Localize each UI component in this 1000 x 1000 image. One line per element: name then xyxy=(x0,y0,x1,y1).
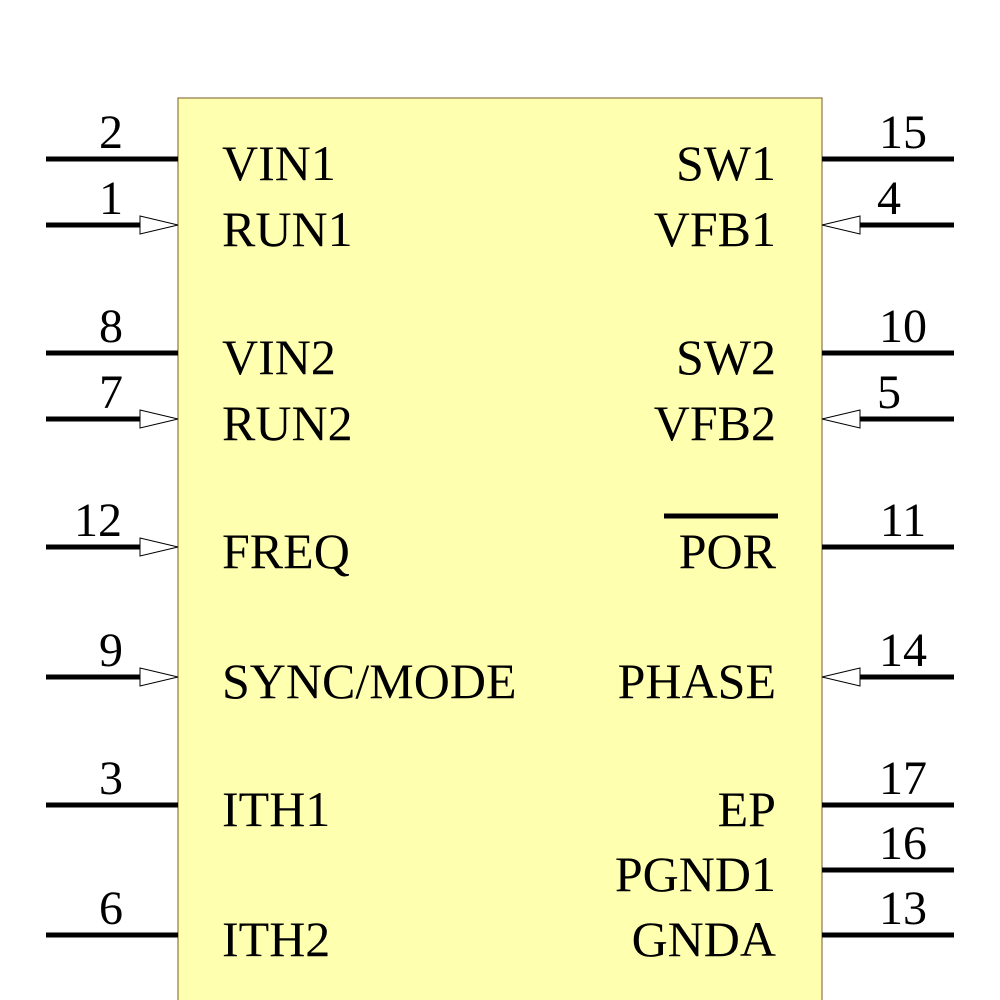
pin-number: 16 xyxy=(879,817,927,870)
pin-11[interactable]: 11 POR xyxy=(664,494,954,579)
pin-13[interactable]: 13 GNDA xyxy=(632,882,954,967)
pin-name: VFB2 xyxy=(654,395,776,451)
pin-7[interactable]: 7 RUN2 xyxy=(46,366,353,451)
pin-number: 11 xyxy=(880,494,926,547)
pin-name: PHASE xyxy=(618,653,776,709)
input-arrow-icon xyxy=(821,215,861,235)
pin-name: PGND1 xyxy=(615,846,776,902)
pin-number: 14 xyxy=(879,624,927,677)
pin-name: SW1 xyxy=(676,135,776,191)
input-arrow-icon xyxy=(821,409,861,429)
pin-number: 13 xyxy=(879,882,927,935)
input-arrow-icon xyxy=(139,667,179,687)
pin-17[interactable]: 17 EP xyxy=(718,752,954,837)
pin-name: ITH1 xyxy=(222,781,330,837)
pin-number: 3 xyxy=(99,752,123,805)
pin-number: 2 xyxy=(99,106,123,159)
input-arrow-icon xyxy=(139,215,179,235)
pin-number: 4 xyxy=(877,172,901,225)
pin-9[interactable]: 9 SYNC/MODE xyxy=(46,624,516,709)
pin-name: RUN2 xyxy=(222,395,353,451)
input-arrow-icon xyxy=(139,537,179,557)
pin-6[interactable]: 6 ITH2 xyxy=(46,882,330,967)
pin-number: 8 xyxy=(99,300,123,353)
pin-name: EP xyxy=(718,781,776,837)
pin-number: 1 xyxy=(99,172,123,225)
pin-name: VIN1 xyxy=(222,135,336,191)
ic-body xyxy=(177,97,823,1000)
pin-15[interactable]: 15 SW1 xyxy=(676,106,954,191)
input-arrow-icon xyxy=(139,409,179,429)
pin-number: 9 xyxy=(99,624,123,677)
pin-number: 17 xyxy=(879,752,927,805)
pin-16[interactable]: 16 PGND1 xyxy=(615,817,954,902)
pin-name: SYNC/MODE xyxy=(222,653,516,709)
pin-number: 5 xyxy=(877,366,901,419)
pin-1[interactable]: 1 RUN1 xyxy=(46,172,353,257)
pin-name: POR xyxy=(679,523,777,579)
pin-name: FREQ xyxy=(222,523,350,579)
pin-8[interactable]: 8 VIN2 xyxy=(46,300,336,385)
pin-name: GNDA xyxy=(632,911,776,967)
pin-number: 15 xyxy=(879,106,927,159)
pin-number: 12 xyxy=(74,494,122,547)
pin-name: SW2 xyxy=(676,329,776,385)
pin-number: 6 xyxy=(99,882,123,935)
pin-name: VIN2 xyxy=(222,329,336,385)
pin-name: RUN1 xyxy=(222,201,353,257)
input-arrow-icon xyxy=(821,667,861,687)
pin-14[interactable]: 14 PHASE xyxy=(618,624,954,709)
pin-10[interactable]: 10 SW2 xyxy=(676,300,954,385)
pin-2[interactable]: 2 VIN1 xyxy=(46,106,336,191)
pin-number: 7 xyxy=(99,366,123,419)
pin-3[interactable]: 3 ITH1 xyxy=(46,752,330,837)
pin-name: VFB1 xyxy=(654,201,776,257)
pin-12[interactable]: 12 FREQ xyxy=(46,494,350,579)
pin-5[interactable]: 5 VFB2 xyxy=(654,366,954,451)
pin-number: 10 xyxy=(879,300,927,353)
pin-4[interactable]: 4 VFB1 xyxy=(654,172,954,257)
pin-name: ITH2 xyxy=(222,911,330,967)
